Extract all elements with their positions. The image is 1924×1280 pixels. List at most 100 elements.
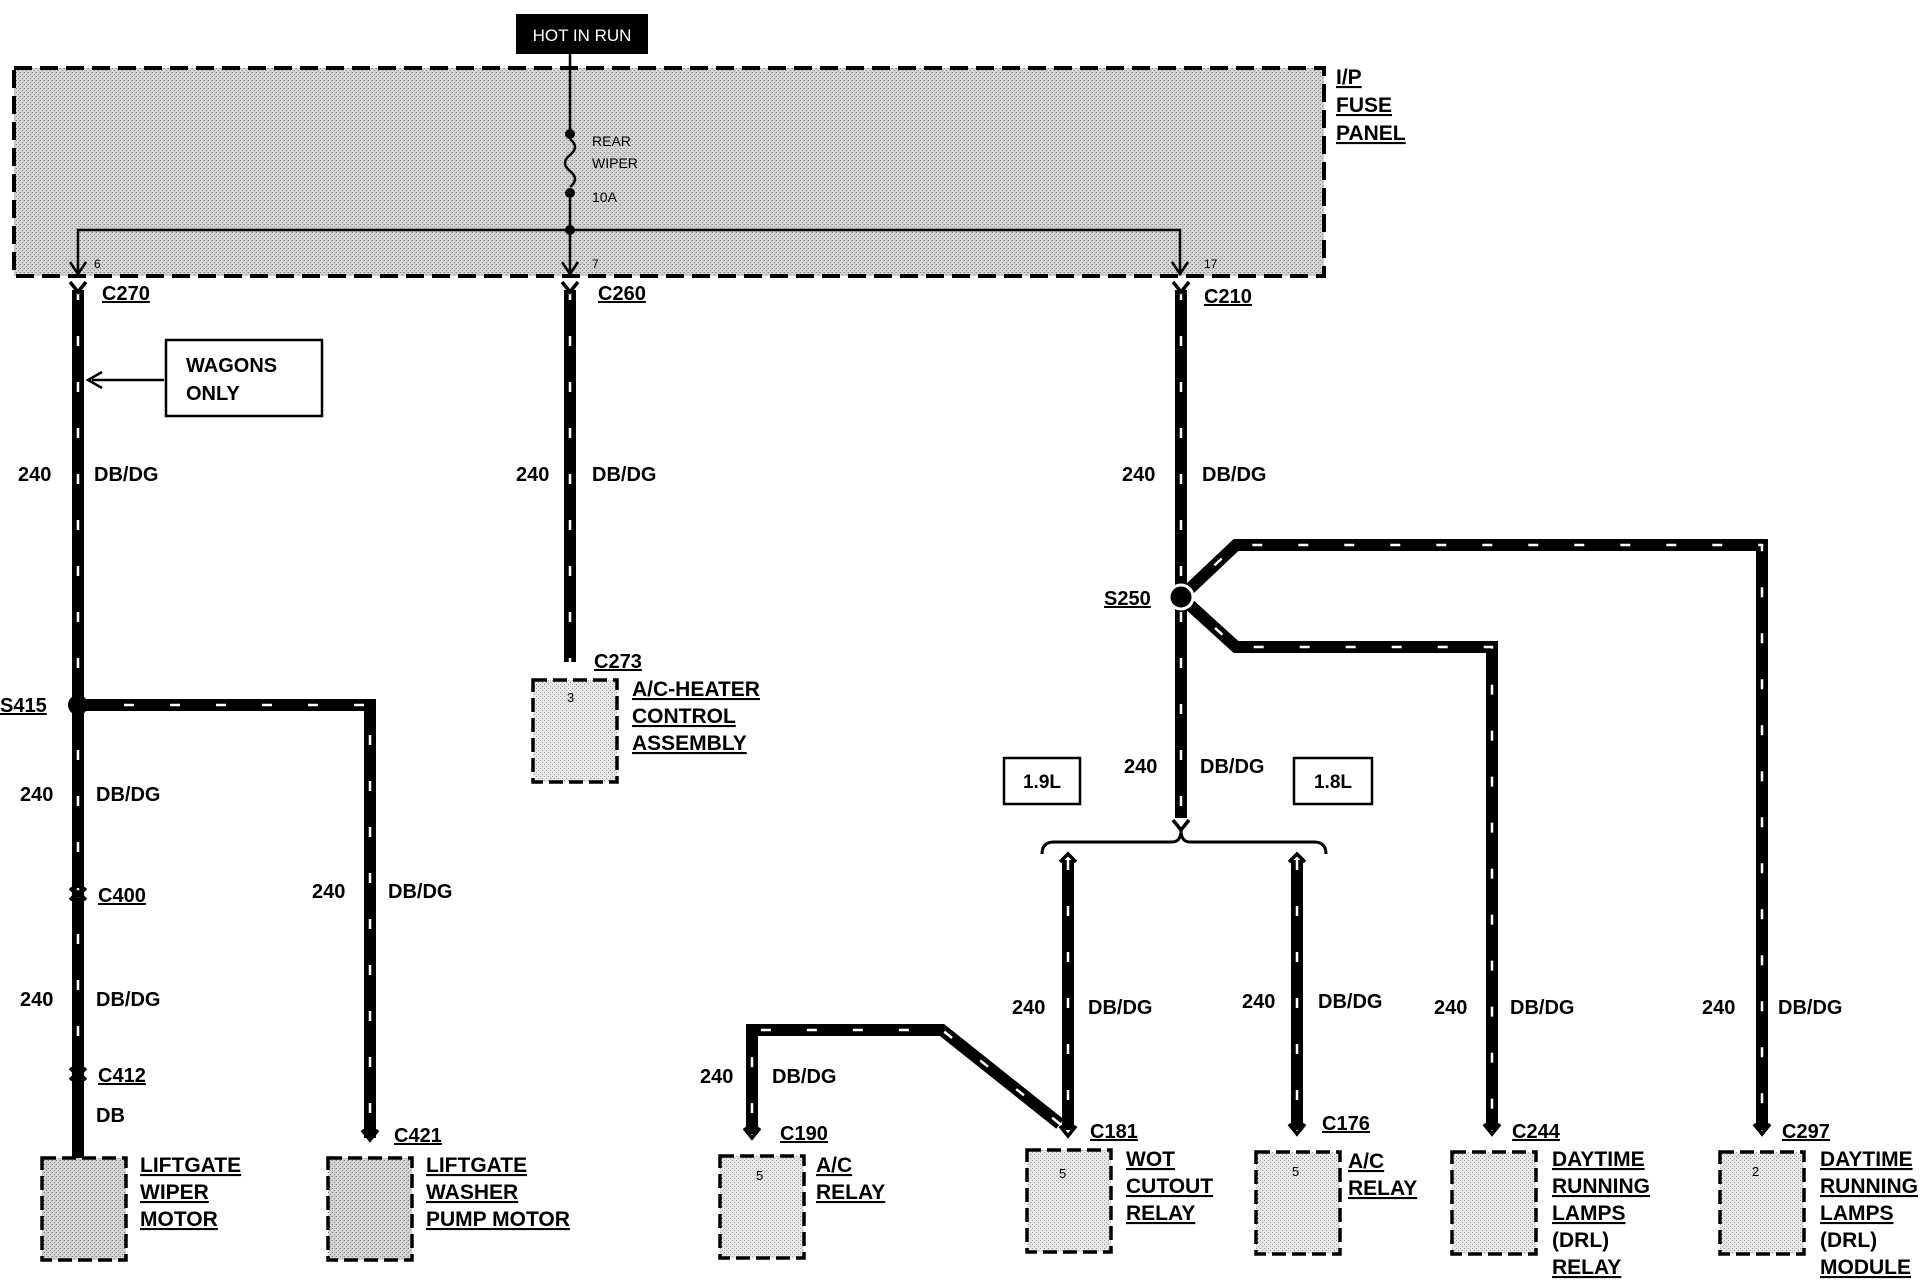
wire-labels: 240 DB/DG 240 DB/DG 240 DB/DG 240 DB/DG … [18,464,1842,1127]
pin-17: 17 [1204,257,1218,271]
svg-text:DAYTIME: DAYTIME [1820,1148,1913,1171]
svg-text:MOTOR: MOTOR [140,1208,218,1231]
svg-text:ONLY: ONLY [186,383,240,405]
svg-text:DB/DG: DB/DG [1202,464,1266,486]
connector-symbols [68,280,1772,1143]
svg-text:A/C: A/C [816,1154,852,1177]
svg-text:DB/DG: DB/DG [772,1066,836,1088]
pin-label: 5 [1292,1164,1299,1179]
wire-s415-to-c421 [78,699,376,1138]
svg-text:PANEL: PANEL [1336,122,1406,145]
fuse-panel-box [12,66,1326,278]
label-c260: C260 [598,283,646,305]
svg-text:DB/DG: DB/DG [1318,991,1382,1013]
label-c181: C181 [1090,1121,1138,1143]
fuse-rating: 10A [592,189,618,205]
fuse-panel-label: I/P FUSE PANEL [1336,66,1406,145]
connector-labels: C270 C260 C210 C273 C400 C412 C421 C190 … [0,283,1830,1147]
svg-text:I/P: I/P [1336,66,1362,89]
svg-text:240: 240 [1124,756,1157,778]
label-c273: C273 [594,651,642,673]
svg-text:240: 240 [20,784,53,806]
hot-in-run-label: HOT IN RUN [533,26,632,45]
svg-text:240: 240 [1702,997,1735,1019]
svg-text:LAMPS: LAMPS [1820,1202,1894,1225]
label-c244: C244 [1512,1121,1561,1143]
svg-text:MODULE: MODULE [1820,1256,1911,1279]
svg-text:WOT: WOT [1126,1148,1175,1171]
svg-text:RELAY: RELAY [816,1181,885,1204]
svg-text:LAMPS: LAMPS [1552,1202,1626,1225]
label-c270: C270 [102,283,150,305]
svg-text:RELAY: RELAY [1348,1177,1417,1200]
engine-split-brace [1040,829,1328,855]
svg-text:DB/DG: DB/DG [1778,997,1842,1019]
svg-text:240: 240 [312,881,345,903]
svg-text:1.9L: 1.9L [1023,772,1061,793]
fuse-name-line-1: REAR [592,133,631,149]
label-s250: S250 [1104,588,1151,610]
pin-label: 3 [567,690,574,705]
svg-text:240: 240 [18,464,51,486]
label-c400: C400 [98,885,146,907]
svg-text:DAYTIME: DAYTIME [1552,1148,1645,1171]
component-liftgate-wiper-motor: LIFTGATE WIPER MOTOR [40,1154,241,1262]
pin-6: 6 [94,257,101,271]
engine-1-9l-note: 1.9L [1002,756,1082,806]
wire-s250-to-c297 [1176,539,1768,1130]
svg-text:DB/DG: DB/DG [96,784,160,806]
svg-text:(DRL): (DRL) [1552,1229,1609,1252]
splice-s415-dot [68,695,88,715]
pin-7: 7 [592,257,599,271]
label-c297: C297 [1782,1121,1830,1143]
engine-1-8l-note: 1.8L [1292,756,1374,806]
svg-text:240: 240 [1122,464,1155,486]
svg-text:A/C: A/C [1348,1150,1384,1173]
pin-label: 5 [756,1168,763,1183]
svg-text:RELAY: RELAY [1126,1202,1195,1225]
svg-text:RUNNING: RUNNING [1552,1175,1650,1198]
svg-text:DB/DG: DB/DG [1510,997,1574,1019]
svg-text:WAGONS: WAGONS [186,355,277,377]
splice-s250-dot [1167,583,1195,611]
svg-text:240: 240 [1434,997,1467,1019]
label-c190: C190 [780,1123,828,1145]
svg-text:1.8L: 1.8L [1314,772,1352,793]
svg-text:WASHER: WASHER [426,1181,518,1204]
component-ac-relay-2: 5 A/C RELAY [1254,1150,1417,1256]
svg-text:WIPER: WIPER [140,1181,209,1204]
label-c176: C176 [1322,1113,1370,1135]
svg-text:DB/DG: DB/DG [94,464,158,486]
svg-text:(DRL): (DRL) [1820,1229,1877,1252]
label-s415: S415 [0,695,47,717]
wire-s250-to-c244 [1176,592,1498,1130]
svg-text:CONTROL: CONTROL [632,705,736,728]
component-drl-relay: DAYTIME RUNNING LAMPS (DRL) RELAY [1450,1148,1650,1279]
svg-text:240: 240 [1012,997,1045,1019]
svg-text:DB/DG: DB/DG [1200,756,1264,778]
svg-text:240: 240 [1242,991,1275,1013]
svg-text:LIFTGATE: LIFTGATE [140,1154,241,1177]
svg-text:DB: DB [96,1105,125,1127]
svg-text:CUTOUT: CUTOUT [1126,1175,1213,1198]
pin-label: 5 [1059,1166,1066,1181]
svg-text:DB/DG: DB/DG [1088,997,1152,1019]
label-c421: C421 [394,1125,442,1147]
svg-text:ASSEMBLY: ASSEMBLY [632,732,747,755]
label-c412: C412 [98,1065,146,1087]
wagons-only-note: WAGONS ONLY [85,338,324,418]
svg-text:DB/DG: DB/DG [592,464,656,486]
fuse-name-line-2: WIPER [592,155,638,171]
label-c210: C210 [1204,286,1252,308]
svg-text:LIFTGATE: LIFTGATE [426,1154,527,1177]
component-ac-heater-control: 3 A/C-HEATER CONTROL ASSEMBLY [531,678,760,784]
wire-c181-to-c190 [746,1024,1064,1134]
hot-in-run-box: HOT IN RUN [516,14,648,54]
fuse-panel-bus: 6 7 17 [68,228,1218,277]
svg-text:240: 240 [20,989,53,1011]
svg-text:RUNNING: RUNNING [1820,1175,1918,1198]
svg-text:PUMP MOTOR: PUMP MOTOR [426,1208,570,1231]
svg-text:DB/DG: DB/DG [388,881,452,903]
svg-text:DB/DG: DB/DG [96,989,160,1011]
pin-label: 2 [1752,1164,1759,1179]
